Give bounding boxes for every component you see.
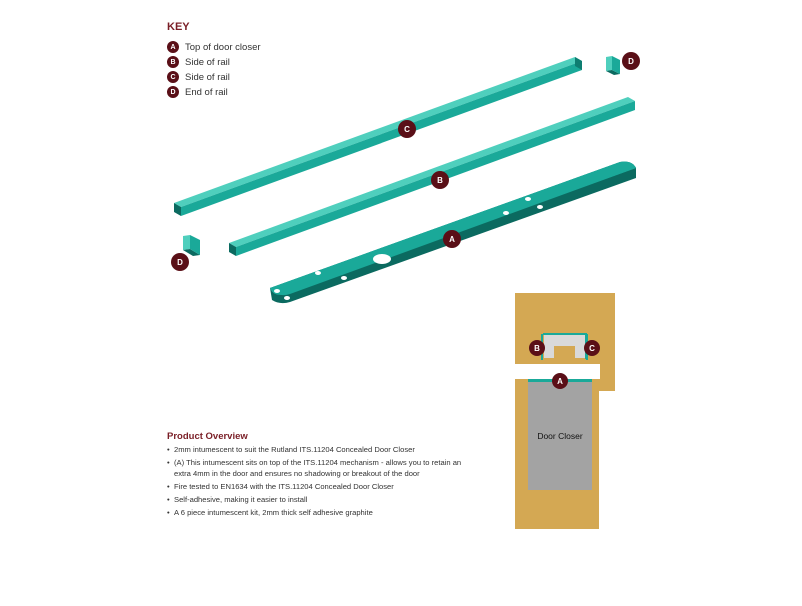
door-closer-body <box>528 382 592 490</box>
key-item-c: C Side of rail <box>167 71 230 83</box>
key-label-c: Side of rail <box>185 71 230 83</box>
screw-hole <box>274 197 543 300</box>
svg-text:B: B <box>534 344 540 353</box>
overview-item: (A) This intumescent sits on top of the … <box>167 458 477 479</box>
rail-strip-c <box>174 57 582 216</box>
svg-text:B: B <box>437 176 443 185</box>
key-item-d: D End of rail <box>167 86 228 98</box>
badge-a-plate: A <box>443 230 461 248</box>
badge-c-section: C <box>584 340 600 356</box>
badge-d-top: D <box>622 52 640 70</box>
svg-text:C: C <box>589 344 595 353</box>
key-badge-b: B <box>167 56 179 68</box>
door-closer-label: Door Closer <box>537 431 583 441</box>
key-badge-a: A <box>167 41 179 53</box>
badge-b-section: B <box>529 340 545 356</box>
svg-text:A: A <box>449 235 455 244</box>
overview-list: 2mm intumescent to suit the Rutland ITS.… <box>167 445 477 521</box>
key-label-d: End of rail <box>185 86 228 98</box>
overview-item: Self-adhesive, making it easier to insta… <box>167 495 477 506</box>
key-item-a: A Top of door closer <box>167 41 261 53</box>
key-badge-c: C <box>167 71 179 83</box>
badge-a-section: A <box>552 373 568 389</box>
svg-text:C: C <box>404 125 410 134</box>
rail-end-piece-top <box>606 56 620 75</box>
key-title: KEY <box>167 21 190 33</box>
key-label-b: Side of rail <box>185 56 230 68</box>
rail-channel <box>544 335 585 358</box>
svg-text:A: A <box>557 377 563 386</box>
door-cross-section: Door Closer B C A <box>515 293 615 529</box>
rail-end-piece-bottom <box>183 235 200 256</box>
door-gap <box>515 364 600 379</box>
svg-text:D: D <box>628 57 634 66</box>
overview-item: A 6 piece intumescent kit, 2mm thick sel… <box>167 508 477 519</box>
key-badge-d: D <box>167 86 179 98</box>
overview-item: Fire tested to EN1634 with the ITS.11204… <box>167 482 477 493</box>
overview-title: Product Overview <box>167 431 248 442</box>
overview-item: 2mm intumescent to suit the Rutland ITS.… <box>167 445 477 456</box>
svg-text:D: D <box>177 258 183 267</box>
badge-d-bottom: D <box>171 253 189 271</box>
badge-c-rail: C <box>398 120 416 138</box>
key-label-a: Top of door closer <box>185 41 261 53</box>
spindle-hole <box>373 254 391 264</box>
key-item-b: B Side of rail <box>167 56 230 68</box>
badge-b-rail: B <box>431 171 449 189</box>
